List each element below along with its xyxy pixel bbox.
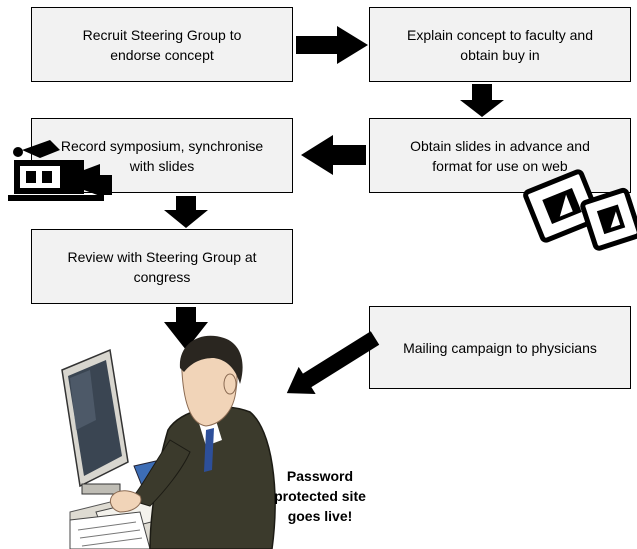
live-caption: Password protected site goes live! [274, 468, 366, 524]
arrow-left [301, 135, 366, 175]
arrow-down-explain-obtain [460, 84, 504, 117]
step-mailing-box: Mailing campaign to physicians [369, 306, 631, 389]
arrow-down-review-live [164, 307, 208, 350]
step-explain-label: Explain concept to faculty and obtain bu… [406, 26, 593, 63]
slides-icon [523, 169, 637, 251]
step-review-box: Review with Steering Group at congress [31, 229, 293, 304]
step-obtain-label: Obtain slides in advance and format for … [410, 137, 590, 174]
man-at-computer-icon [61, 335, 276, 549]
arrow-right [296, 26, 368, 64]
arrow-down-record-review [164, 196, 208, 228]
video-camera-icon [8, 140, 112, 201]
step-recruit-box: Recruit Steering Group to endorse concep… [31, 7, 293, 82]
step-mailing-label: Mailing campaign to physicians [403, 339, 597, 356]
step-record-label: Record symposium, synchronise with slide… [60, 137, 264, 174]
step-explain-box: Explain concept to faculty and obtain bu… [369, 7, 631, 82]
step-recruit-label: Recruit Steering Group to endorse concep… [82, 26, 242, 63]
step-obtain-box: Obtain slides in advance and format for … [369, 118, 631, 193]
arrow-diagonal [286, 331, 380, 394]
step-review-label: Review with Steering Group at congress [67, 248, 257, 285]
